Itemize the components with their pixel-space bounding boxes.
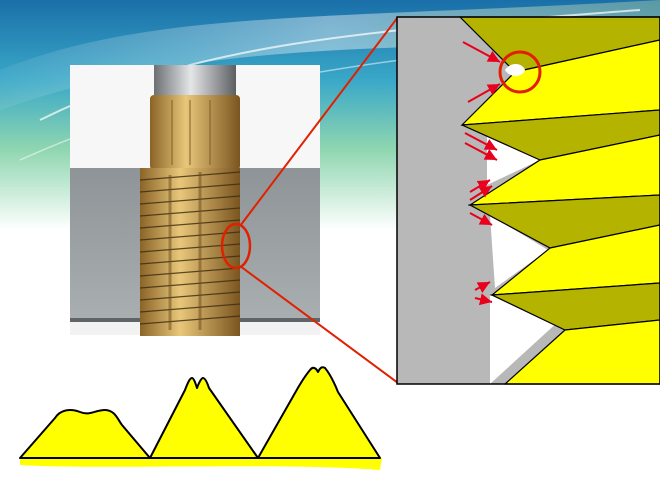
- arrow: [464, 142, 498, 161]
- tooth-4-upper: [489, 282, 660, 331]
- tap-photo: [70, 65, 320, 336]
- callout-lines: [239, 16, 399, 384]
- thread-profile: [19, 366, 382, 470]
- tooth-4-lower: [503, 319, 660, 385]
- tooth-2-lower: [467, 134, 660, 206]
- force-arrows: [462, 41, 501, 306]
- arrow: [464, 132, 498, 151]
- arrow: [474, 293, 493, 306]
- profile-base: [20, 458, 382, 470]
- tap-shank: [154, 65, 236, 95]
- tooth-3-lower: [490, 224, 660, 296]
- arrow: [474, 281, 491, 293]
- detail-highlight-circle: [498, 50, 542, 94]
- tooth-1-lower: [460, 39, 660, 126]
- arrow: [469, 179, 491, 193]
- tooth-2-upper: [461, 109, 660, 161]
- thread-detail-view: [396, 16, 660, 385]
- arrow: [467, 83, 501, 103]
- profile-teeth: [19, 366, 381, 459]
- arrow: [469, 212, 493, 226]
- tap-neck: [150, 95, 240, 170]
- photo-highlight-circle: [220, 222, 252, 270]
- arrow: [462, 41, 501, 63]
